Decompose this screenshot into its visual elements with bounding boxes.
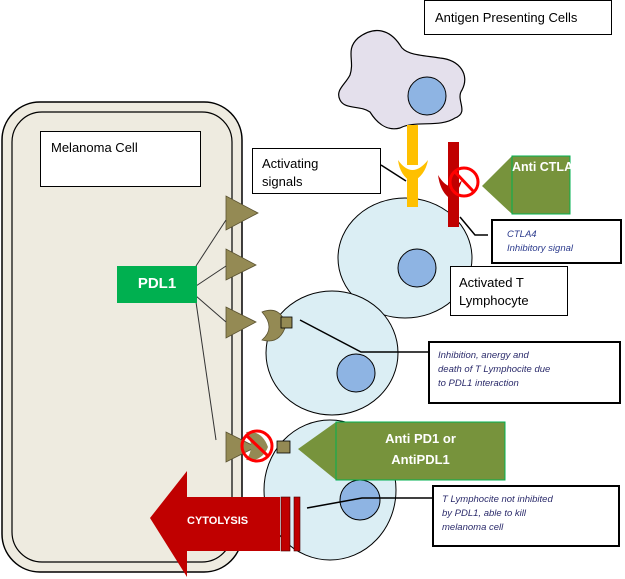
block-icon-slash	[453, 170, 476, 194]
melanoma-cell-inner	[11, 111, 233, 563]
pdl1-label: PDL1	[137, 275, 177, 292]
activating-receptor-stem-bottom	[407, 175, 418, 207]
block-icon	[448, 166, 480, 198]
not-inhibited-label-box: T Lymphocite not inhibited by PDL1, able…	[432, 485, 620, 547]
activated-line-2: Lymphocyte	[459, 293, 529, 308]
ctla4-label: CTLA4 Inhibitory signal	[507, 228, 573, 256]
inhibition-line-3: to PDL1 interaction	[438, 378, 519, 389]
activated-t-label-box: Activated T Lymphocyte	[450, 266, 568, 316]
anti-ctla4-border	[511, 155, 571, 215]
anti-pd1-border	[335, 421, 506, 481]
pdl1-line-3	[195, 295, 227, 323]
not-inhibited-line-1: T Lymphocite not inhibited	[442, 494, 553, 505]
ctla4-line-1: CTLA4	[507, 229, 537, 240]
not-inhibited-line-3: melanoma cell	[442, 522, 504, 533]
antigen-presenting-cell	[338, 29, 466, 130]
pd1-receptor-bottom	[276, 440, 291, 454]
activated-line-1: Activated T	[459, 275, 524, 290]
activating-receptor-cup	[398, 160, 428, 182]
inhibition-label: Inhibition, anergy and death of T Lympho…	[438, 349, 550, 391]
pdl1-ligand-2	[225, 248, 257, 281]
cytolysis-arrow	[150, 471, 280, 577]
block-icon-pd1-slash	[245, 434, 270, 458]
inhibition-line-1: Inhibition, anergy and	[438, 350, 529, 361]
cytolysis-bar-1	[280, 496, 291, 552]
inhibited-t-lymphocyte	[265, 290, 399, 416]
melanoma-label: Melanoma Cell	[51, 140, 138, 155]
pd1-receptor-stem	[280, 316, 293, 329]
ctla4-label-box: CTLA4 Inhibitory signal	[491, 219, 622, 264]
inhibition-label-box: Inhibition, anergy and death of T Lympho…	[428, 341, 621, 404]
apc-label-box: Antigen Presenting Cells	[424, 0, 612, 35]
activated-lymphocyte-nucleus	[397, 248, 437, 288]
block-icon-pd1	[240, 429, 274, 463]
anti-ctla4-label: Anti CTLA4	[512, 160, 581, 174]
not-inhibited-label: T Lymphocite not inhibited by PDL1, able…	[442, 493, 553, 535]
activating-pointer	[380, 164, 407, 182]
activating-label: Activating signals	[262, 155, 318, 191]
anti-pd1-label: Anti PD1 or AntiPDL1	[336, 428, 505, 470]
cytolysis-label: CYTOLYSIS	[187, 515, 249, 527]
ctla4-receptor	[448, 142, 459, 227]
pdl1-ligand-3	[225, 306, 257, 339]
activating-receptor-stem-top	[407, 125, 418, 165]
activating-line-1: Activating	[262, 156, 319, 171]
cytolysis-bar-2	[293, 496, 301, 552]
anti-pd1-line-1: Anti PD1 or	[385, 431, 456, 446]
not-inhibited-pointer	[306, 497, 432, 509]
inhibition-line-2: death of T Lymphocite due	[438, 364, 551, 375]
not-inhibited-line-2: by PDL1, able to kill	[442, 508, 526, 519]
pdl1-line-1	[195, 219, 227, 267]
activated-t-label: Activated T Lymphocyte	[459, 274, 529, 310]
pdl1-line-2	[195, 265, 227, 287]
apc-label: Antigen Presenting Cells	[435, 10, 578, 25]
activating-line-2: signals	[262, 174, 303, 189]
activating-label-box: Activating signals	[252, 148, 381, 194]
pdl1-label-box: PDL1	[117, 266, 197, 303]
pd1-receptor-cup	[261, 309, 287, 342]
apc-nucleus	[407, 76, 447, 116]
ctla4-pointer	[459, 216, 488, 236]
killer-lymphocyte-nucleus	[339, 479, 381, 521]
melanoma-label-box: Melanoma Cell	[40, 131, 201, 187]
anti-ctla4-drug	[482, 156, 570, 214]
ctla4-line-2: Inhibitory signal	[507, 243, 574, 254]
inhibited-lymphocyte-nucleus	[336, 353, 376, 393]
anti-pd1-drug	[298, 422, 505, 480]
anti-pd1-line-2: AntiPDL1	[391, 452, 450, 467]
pdl1-ligand-1	[225, 195, 259, 231]
inhibition-pointer	[299, 319, 428, 353]
pdl1-line-4	[195, 301, 217, 441]
ctla4-receptor-cup	[438, 175, 462, 197]
